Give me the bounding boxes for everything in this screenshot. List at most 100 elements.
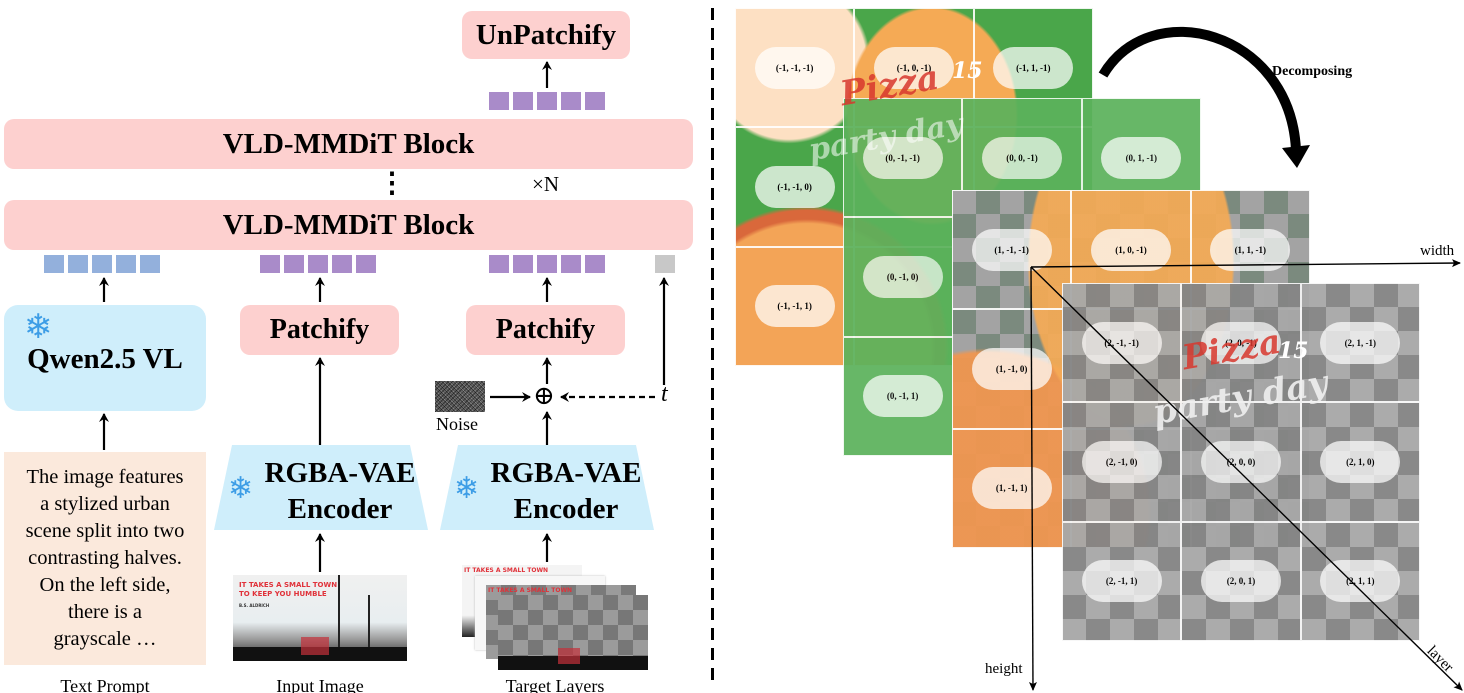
token [140,255,160,273]
add-operator-icon: ⊕ [533,381,555,410]
input-image: IT TAKES A SMALL TOWN TO KEEP YOU HUMBLE… [233,575,407,661]
patch-coordinate-label: (2, 0, 0) [1200,440,1281,483]
text-prompt-box: The image features a stylized urban scene … [4,452,206,665]
patch-coordinate-label: (2, 1, -1) [1320,321,1401,364]
patch-coordinate-label: (1, -1, -1) [971,228,1052,271]
encoder-input: ❄ RGBA-VAE Encoder [214,455,428,527]
noise-image [435,381,485,412]
building [301,637,329,655]
encoder-label-line1: RGBA-VAE [490,457,642,489]
encoder-target: ❄ RGBA-VAE Encoder [440,455,654,527]
token [489,255,509,273]
patch-coordinate-label: (0, 0, -1) [981,136,1062,179]
patch-coordinate-label: (-1, -1, -1) [754,46,835,89]
snowflake-icon: ❄ [24,309,53,346]
patch-coordinate-label: (2, 1, 0) [1320,440,1401,483]
token [332,255,352,273]
token [116,255,136,273]
text-tokens [44,255,160,273]
token [585,92,605,110]
layer-patch: (2, 1, 0) [1300,402,1420,522]
decomposing-label: Decomposing [1272,64,1353,79]
patch-coordinate-label: (1, -1, 0) [971,347,1052,390]
layer-patch: (-1, -1, -1) [735,8,855,128]
caption-input-image: Input Image [276,676,364,693]
block-label: VLD-MMDiT Block [222,127,475,160]
patchify-box-target: Patchify [466,305,625,355]
patchify-label: Patchify [269,314,370,345]
prompt-line: The image features [26,466,184,488]
patch-coordinate-label: (-1, 1, -1) [993,46,1074,89]
token [513,255,533,273]
decomposing-arrowhead [1282,145,1310,168]
building [558,648,580,664]
token [561,255,581,273]
image-tokens [260,255,376,273]
token [489,92,509,110]
text-prompt-content: The image features a stylized urban scene … [4,464,206,653]
panel-divider [711,8,714,688]
layer-patch: (2, -1, 1) [1062,521,1182,641]
vld-mmdit-block-bottom: VLD-MMDiT Block [4,200,693,250]
token [537,92,557,110]
qwen-box: ❄ Qwen2.5 VL [4,305,206,411]
layer-tokens [489,255,605,273]
layer-patch: (-1, -1, 1) [735,246,855,366]
patch-coordinate-label: (2, 1, 1) [1320,560,1401,603]
vertical-ellipsis: ⋮ [378,168,406,199]
layer-patch: (1, -1, 0) [952,309,1072,429]
patch-coordinate-label: (1, 1, -1) [1210,228,1291,271]
patch-coordinate-label: (2, -1, -1) [1081,321,1162,364]
patch-coordinate-label: (0, -1, -1) [862,136,943,179]
token [44,255,64,273]
token [260,255,280,273]
patch-coordinate-label: (-1, -1, 1) [754,285,835,328]
layer-patch: (2, 1, 1) [1300,521,1420,641]
token [308,255,328,273]
layer-patch: (1, -1, -1) [952,190,1072,310]
encoder-trapezoid-input [214,445,428,530]
timestep-token [655,255,675,273]
token [585,255,605,273]
prompt-line: a stylized urban [40,493,170,515]
date-badge-layer2: 15 [1278,338,1309,364]
patch-coordinate-label: (0, -1, 0) [862,255,943,298]
caption-text-prompt: Text Prompt [60,676,150,693]
layer-patch: (1, -1, 1) [952,428,1072,548]
poster-author: B.S. ALDRICH [239,603,270,608]
layer-patch: (0, -1, 0) [843,217,963,337]
layer-patch: (0, -1, 1) [843,336,963,456]
target-layers-stack: IT TAKES A SMALL TOWN IT TAKES A SMALL T… [462,565,652,670]
width-axis-label: width [1420,243,1455,259]
token [356,255,376,273]
timestep-label: t [661,381,668,407]
layer-patch: (2, 0, 1) [1181,521,1301,641]
token [561,92,581,110]
prompt-line: there is a [68,601,142,623]
token [284,255,304,273]
layer-patch: (-1, 0, -1) [854,8,974,128]
patch-coordinate-label: (0, -1, 1) [862,375,943,418]
layer-axis-label: layer [1423,643,1457,676]
snowflake-icon: ❄ [228,472,254,505]
patchify-box-input: Patchify [240,305,399,355]
target-layer [498,595,648,670]
token [655,255,675,273]
layer-patch: (0, -1, -1) [843,98,963,218]
patch-coordinate-label: (2, 0, 1) [1200,560,1281,603]
caption-target-layers: Target Layers [505,676,605,693]
encoder-label-line2: Encoder [287,493,393,525]
block-label: VLD-MMDiT Block [222,208,475,241]
prompt-line: contrasting halves. [28,547,182,569]
patch-coordinate-label: (1, -1, 1) [971,467,1052,510]
unpatchify-box: UnPatchify [462,11,630,59]
prompt-line: scene split into two [25,520,185,542]
patch-coordinate-label: (0, 1, -1) [1101,136,1182,179]
encoder-label-line1: RGBA-VAE [264,457,416,489]
patch-coordinate-label: (-1, -1, 0) [754,165,835,208]
prompt-line: On the left side, [39,574,171,596]
patchify-label: Patchify [495,314,596,345]
unpatchify-label: UnPatchify [475,18,617,51]
poster-title: IT TAKES A SMALL TOWN TO KEEP YOU HUMBLE [239,581,338,598]
prompt-line: grayscale … [53,628,157,650]
